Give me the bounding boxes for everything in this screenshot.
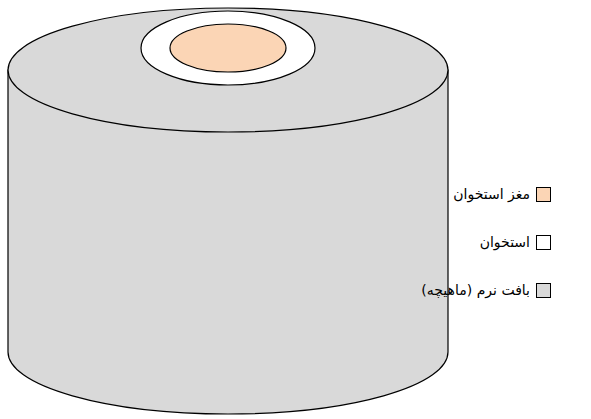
legend-label: بافت نرم (ماهیچه)	[421, 282, 530, 298]
legend-label: مغز استخوان	[453, 186, 530, 202]
legend-label: استخوان	[480, 234, 530, 250]
legend-row: بافت نرم (ماهیچه)	[421, 282, 551, 298]
bone-marrow	[170, 24, 286, 72]
legend-swatch	[536, 283, 551, 298]
legend-swatch	[536, 187, 551, 202]
legend-row: مغز استخوان	[453, 186, 551, 202]
legend-row: استخوان	[480, 234, 551, 250]
bone-ring	[141, 11, 315, 85]
legend-swatch	[536, 235, 551, 250]
soft-tissue-top	[8, 8, 448, 132]
